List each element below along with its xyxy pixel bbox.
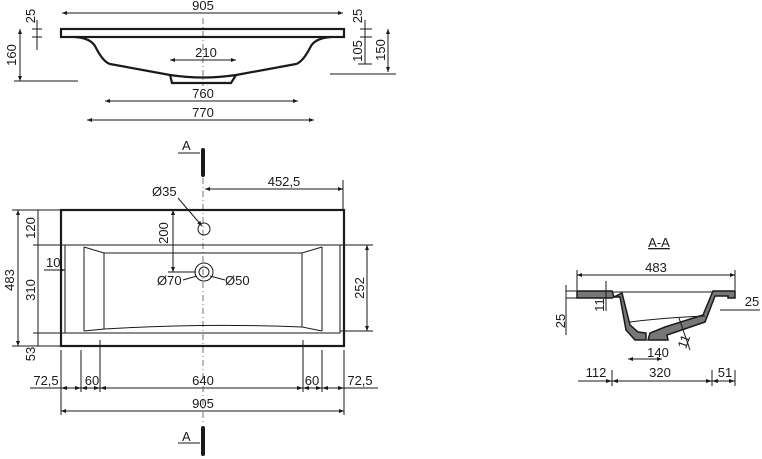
section-label-top: A: [182, 138, 191, 153]
dim-section-bottom-3: 51: [718, 365, 732, 380]
dim-section-rim: 25: [553, 314, 568, 328]
dim-bottom-5: 72,5: [347, 373, 372, 388]
drain-inner: [198, 266, 210, 278]
dim-basin-length: 310: [23, 279, 38, 301]
dim-bottom-1: 72,5: [33, 373, 58, 388]
dim-side-wall: 10: [46, 255, 60, 270]
dim-front-rim: 53: [23, 347, 38, 361]
dim-bottom-3: 640: [192, 373, 214, 388]
drain-outer: [194, 262, 214, 282]
dim-total-depth: 483: [2, 269, 17, 291]
dim-rim-left: 25: [23, 9, 38, 23]
dim-section-drain: 140: [647, 345, 669, 360]
dim-wall-left: 11: [592, 298, 607, 312]
countertop-rim: [59, 27, 346, 39]
side-elevation-view: 905 25 160 25 105 150 210 760 770: [4, 0, 396, 122]
section-title: A-A: [648, 235, 670, 250]
dim-770: 770: [192, 105, 214, 120]
dim-width-905: 905: [192, 0, 214, 13]
dim-tap-depth: 200: [156, 222, 171, 244]
tap-hole: [197, 222, 211, 236]
section-left-wall: [576, 290, 647, 341]
section-a-a-view: A-A 483 25 11 11 25 140 112 320 51: [553, 235, 760, 386]
dim-drain-outer: Ø70: [157, 273, 182, 288]
basin-profile: [74, 35, 332, 79]
dim-section-bottom-2: 320: [649, 365, 671, 380]
drain-profile: [168, 74, 237, 85]
dim-drain-210: 210: [195, 45, 217, 60]
section-label-bottom: A: [182, 429, 191, 444]
dim-height-right: 150: [373, 39, 388, 61]
dim-section-rim-right: 25: [745, 294, 759, 309]
dim-bottom-2: 60: [85, 373, 99, 388]
dim-back-rim: 120: [23, 217, 38, 239]
section-right-wall: [647, 290, 736, 341]
dim-section-depth: 483: [645, 260, 667, 275]
dim-drain-inner: Ø50: [225, 273, 250, 288]
basin-outline: [64, 244, 341, 334]
dim-height-left: 160: [4, 44, 19, 66]
dim-760: 760: [192, 86, 214, 101]
dim-wall-right: 11: [674, 333, 693, 351]
dim-tap-offset: 452,5: [268, 174, 301, 189]
dim-rim-right: 25: [350, 9, 365, 23]
dim-depth-right: 105: [350, 40, 365, 62]
dim-tap-hole: Ø35: [152, 184, 177, 199]
outer-outline: [59, 208, 346, 348]
dim-basin-depth-252: 252: [352, 277, 367, 299]
plan-view: A A 452,5 Ø35 200 Ø70 Ø50 252 483 120 31…: [2, 138, 378, 456]
dim-section-bottom-1: 112: [586, 365, 607, 380]
dim-width-total: 905: [192, 396, 214, 411]
dim-bottom-4: 60: [305, 373, 319, 388]
